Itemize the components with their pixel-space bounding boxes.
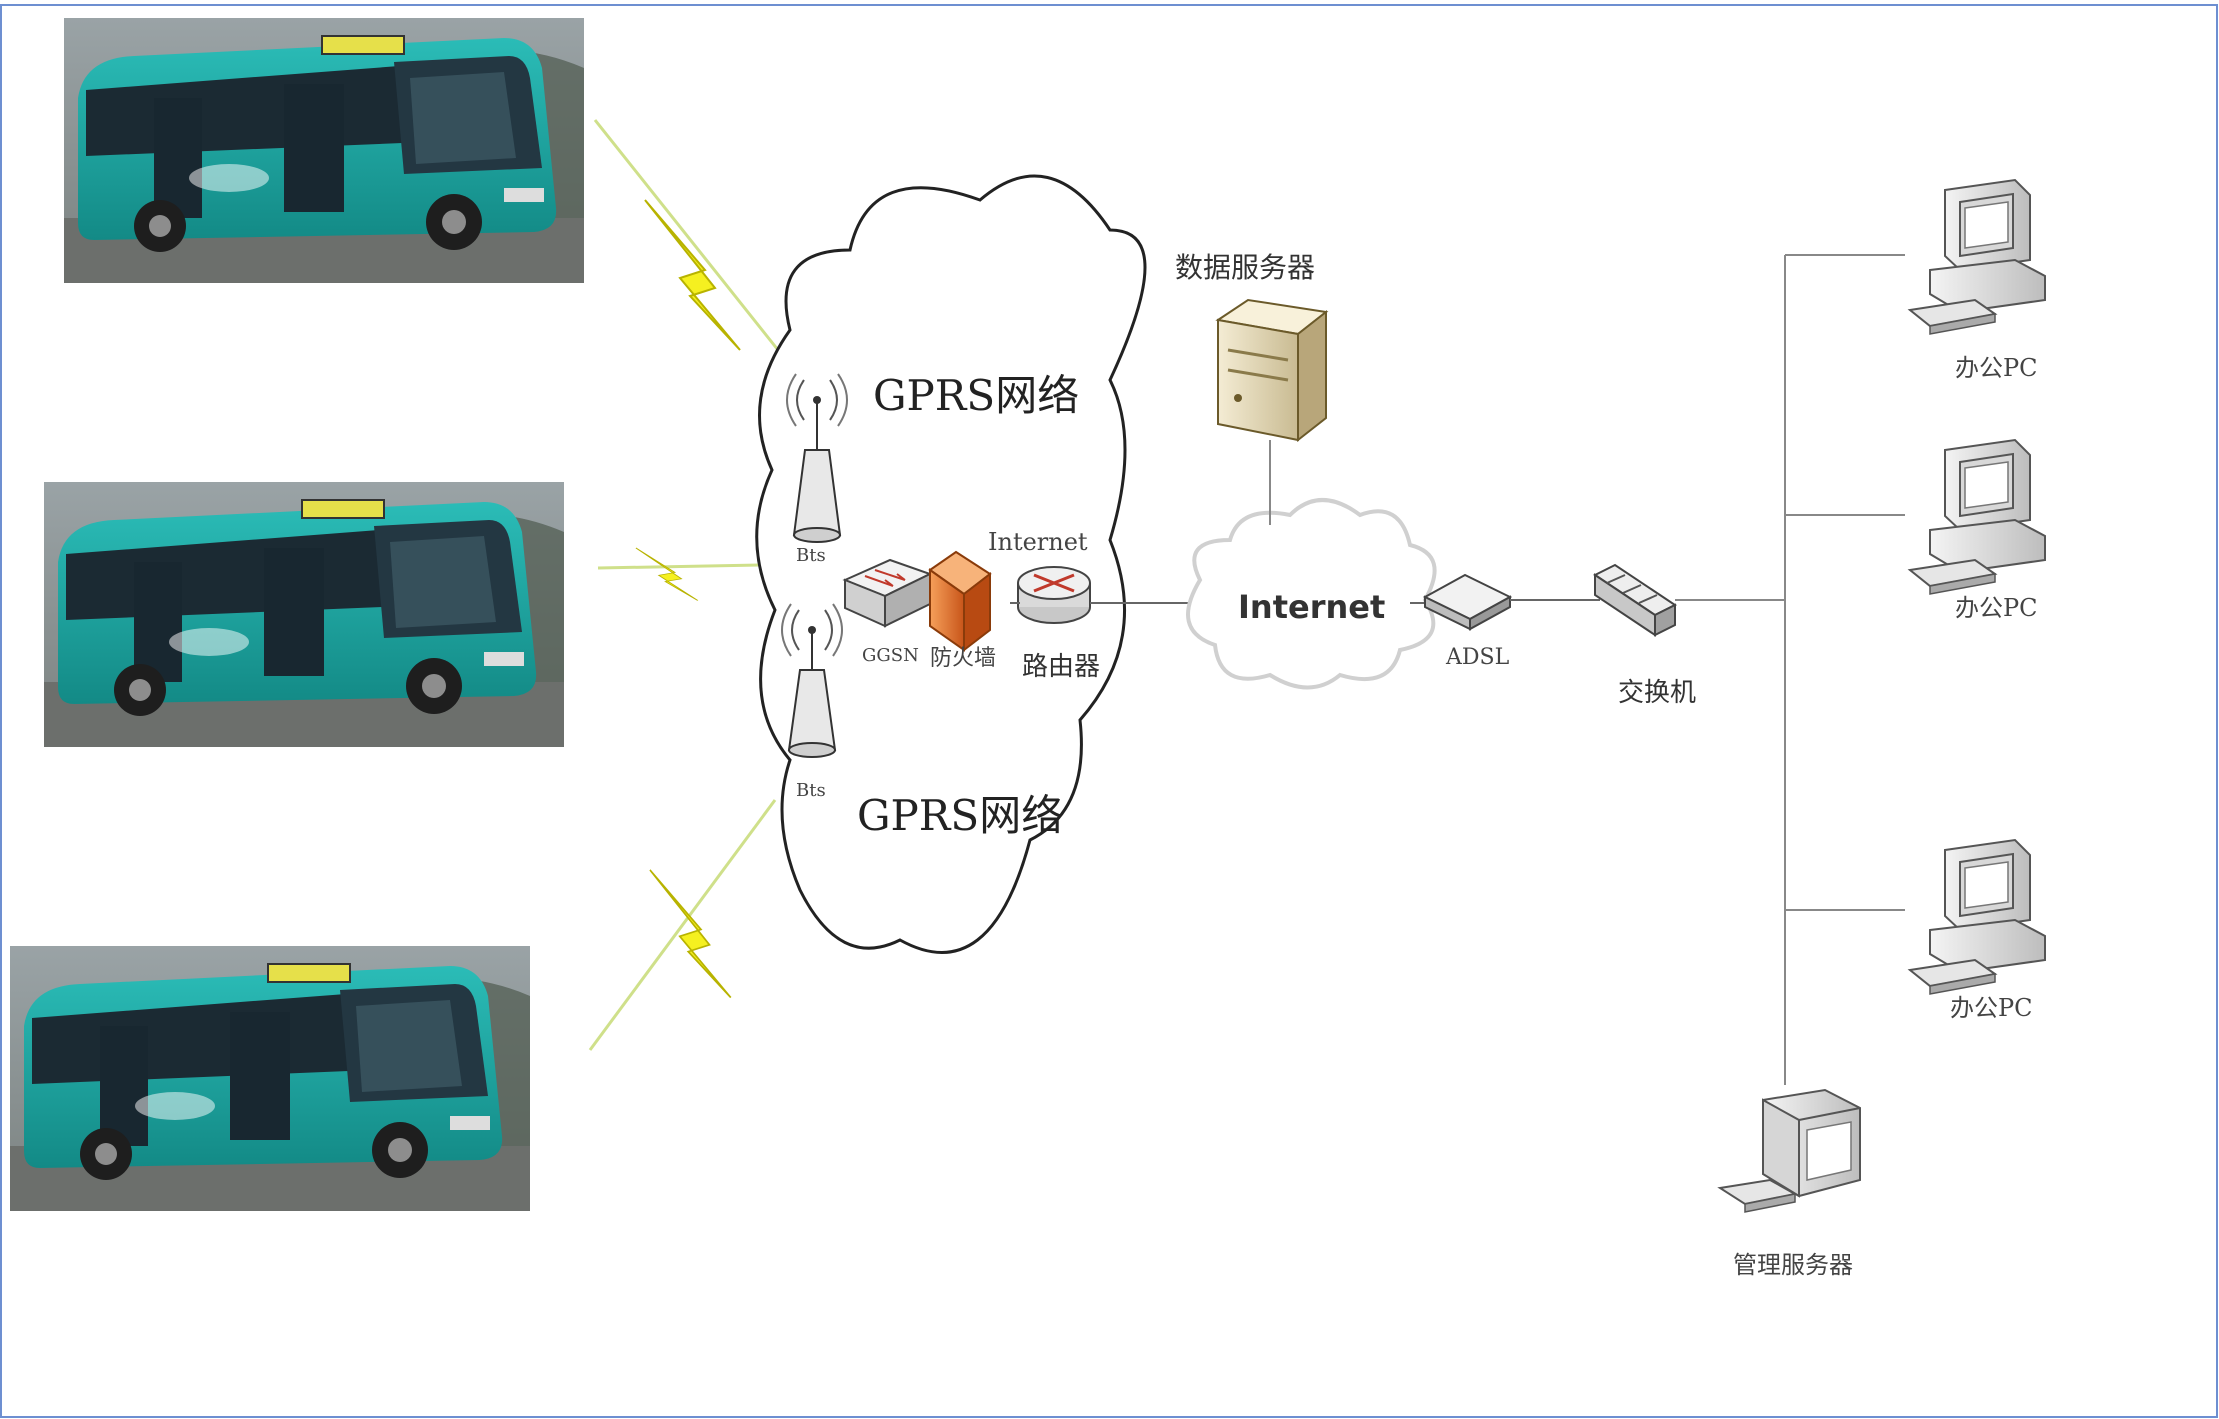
office-pc-icon: [1909, 439, 2046, 595]
management-server-icon: [1717, 1088, 1861, 1213]
gprs-network-label-top: GPRS网络: [873, 371, 1080, 420]
bus-photo-bottom: [9, 945, 531, 1212]
wireless-link-middle: [597, 563, 761, 570]
internet-small-label: Internet: [988, 528, 1088, 556]
lightning-icon: [644, 199, 741, 351]
switch-icon: [1593, 563, 1677, 637]
gprs-network-label-bottom: GPRS网络: [857, 791, 1064, 840]
internet-cloud-label: Internet: [1238, 588, 1386, 626]
wireless-link-top: [593, 119, 784, 356]
wireless-link-bottom: [588, 799, 777, 1051]
data-server-label: 数据服务器: [1175, 251, 1316, 284]
bts-tower-icon: [786, 373, 848, 543]
bts-tower-icon: [781, 603, 843, 758]
switch-label: 交换机: [1618, 678, 1697, 708]
office-pc-label: 办公PC: [1950, 994, 2033, 1022]
management-server-label: 管理服务器: [1733, 1251, 1853, 1279]
router-label: 路由器: [1022, 652, 1101, 682]
firewall-icon: [928, 550, 992, 653]
bts-label: Bts: [796, 545, 826, 566]
lightning-icon: [635, 547, 699, 602]
bus-photo-top: [63, 17, 585, 284]
frame-border: [0, 4, 2218, 1418]
office-pc-icon: [1909, 839, 2046, 995]
office-pc-label: 办公PC: [1955, 354, 2038, 382]
ggsn-label: GGSN: [862, 645, 919, 666]
office-pc-label: 办公PC: [1955, 594, 2038, 622]
data-server-icon: [1215, 298, 1329, 443]
router-icon: [1017, 566, 1091, 624]
office-pc-icon: [1909, 179, 2046, 335]
adsl-modem-icon: [1422, 573, 1513, 631]
adsl-label: ADSL: [1446, 645, 1510, 670]
bts-label: Bts: [796, 780, 826, 801]
lightning-icon: [649, 869, 732, 999]
firewall-label: 防火墙: [930, 646, 997, 671]
bus-photo-middle: [43, 481, 565, 748]
